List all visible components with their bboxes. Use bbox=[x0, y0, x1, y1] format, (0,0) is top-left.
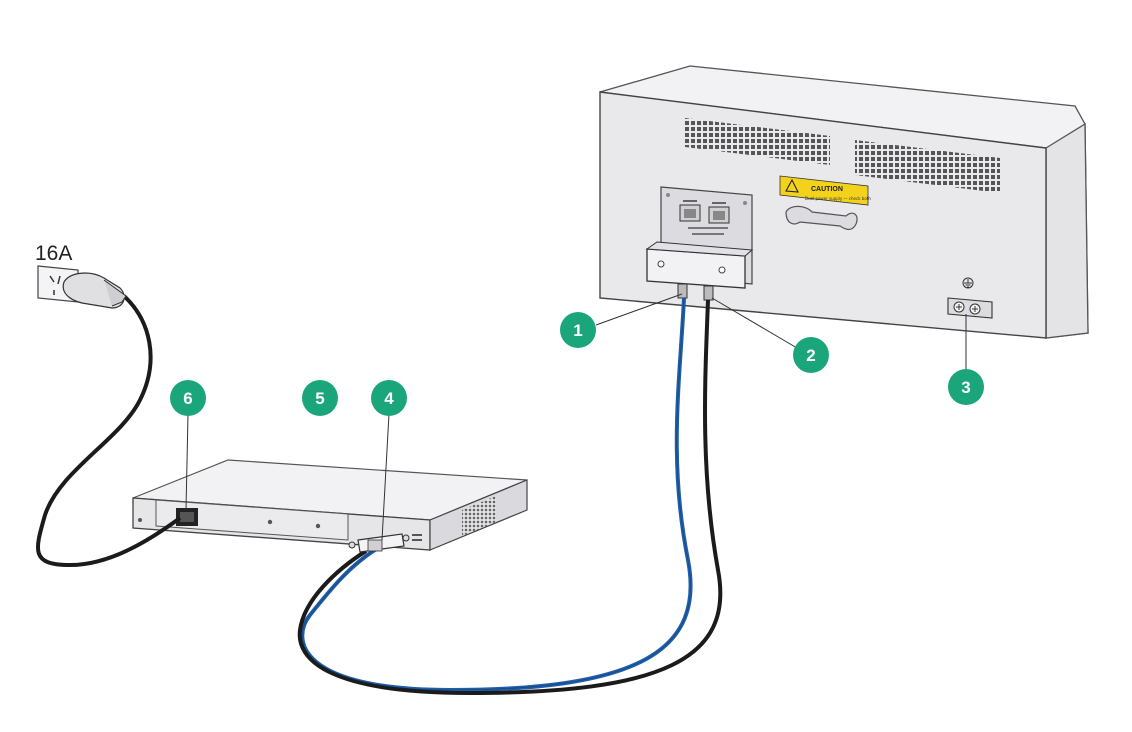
carry-handle bbox=[785, 205, 858, 231]
callout-1-label: 1 bbox=[573, 321, 582, 340]
leader-lines bbox=[185, 293, 967, 541]
callout-4-label: 4 bbox=[384, 389, 394, 408]
warning-icon bbox=[785, 178, 799, 193]
callout-2: 2 bbox=[793, 337, 829, 373]
caution-title: CAUTION bbox=[811, 186, 843, 193]
callout-5: 5 bbox=[302, 380, 338, 416]
callout-3-label: 3 bbox=[961, 378, 970, 397]
callout-4: 4 bbox=[371, 380, 407, 416]
outlet-rating-label: 16A bbox=[35, 242, 72, 265]
vent-grille-left bbox=[685, 118, 830, 165]
switch-device bbox=[132, 459, 528, 553]
cables bbox=[297, 297, 723, 696]
callout-3: 3 bbox=[948, 369, 984, 405]
grounding-terminal bbox=[947, 277, 993, 319]
caution-subtitle: Dual power supply — check both bbox=[805, 196, 871, 201]
power-plug bbox=[62, 272, 127, 309]
power-unit: CAUTION Dual power supply — check both bbox=[599, 65, 1089, 339]
callout-6-label: 6 bbox=[183, 389, 192, 408]
switch-vent bbox=[462, 496, 496, 536]
callout-1: 1 bbox=[560, 312, 596, 348]
callout-6: 6 bbox=[170, 380, 206, 416]
dc-connector bbox=[348, 533, 410, 553]
mains-power-cable bbox=[35, 294, 182, 568]
black-cable bbox=[297, 299, 723, 696]
callout-5-label: 5 bbox=[315, 389, 324, 408]
callout-2-label: 2 bbox=[806, 346, 815, 365]
ground-icon bbox=[962, 277, 974, 289]
caution-label: CAUTION Dual power supply — check both bbox=[779, 175, 871, 206]
vent-grille-right bbox=[855, 140, 1000, 193]
